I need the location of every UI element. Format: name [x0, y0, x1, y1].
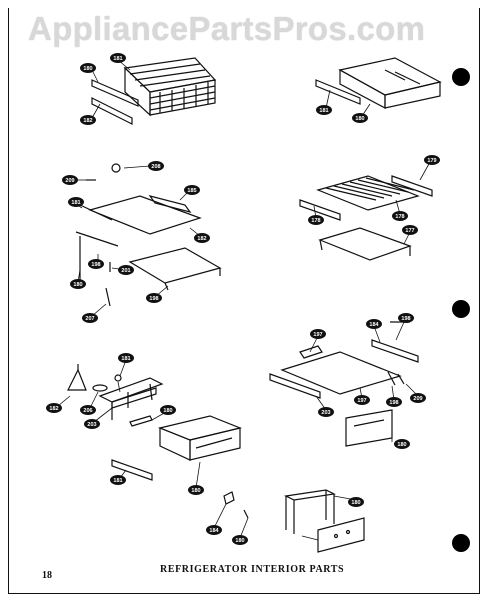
callout-label: 203: [321, 410, 330, 416]
wire-shelf-right: [299, 175, 433, 261]
callout: 185: [184, 185, 200, 195]
callout-label: 180: [73, 282, 82, 288]
callout: 182: [46, 403, 62, 413]
callout-label: 181: [113, 56, 122, 62]
callout-label: 181: [319, 108, 328, 114]
callout: 180: [232, 535, 248, 545]
callout: 177: [402, 225, 418, 235]
callout: 182: [194, 233, 210, 243]
callout-label: 179: [427, 158, 436, 164]
callout-label: 198: [91, 262, 100, 268]
callout: 208: [148, 161, 164, 171]
callout-label: 184: [209, 528, 219, 534]
callout-label: 208: [151, 164, 160, 170]
callout: 197: [310, 329, 326, 339]
callout-label: 182: [49, 406, 58, 412]
glass-shelf-right-lower: [269, 321, 419, 399]
watermark: AppliancePartsPros.com: [28, 10, 426, 47]
callout-label: 203: [87, 422, 96, 428]
binder-hole: [452, 534, 470, 552]
callout-label: 180: [355, 116, 364, 122]
callout: 203: [84, 419, 100, 429]
callout-label: 178: [395, 214, 404, 220]
callout-bubbles: 181 180 182 181 180 208 209 185 181 182 …: [46, 53, 440, 545]
callout-label: 197: [357, 398, 366, 404]
drawer-support: [284, 489, 336, 534]
wire-basket: [123, 57, 217, 117]
crisper-cover-frame: [98, 377, 164, 420]
callout-label: 182: [83, 118, 92, 124]
callout: 182: [80, 115, 96, 125]
crisper-pan-top: [338, 57, 442, 109]
callout: 180: [80, 63, 96, 73]
callout: 184: [366, 319, 382, 329]
callout-label: 198: [401, 316, 410, 322]
callout: 198: [88, 259, 104, 269]
binder-hole: [452, 300, 470, 318]
callout-label: 198: [389, 400, 398, 406]
drawer-rail: [111, 415, 153, 481]
callout-label: 181: [121, 356, 130, 362]
leader-lines: [57, 59, 431, 541]
humidity-control: [67, 364, 122, 392]
callout-label: 180: [163, 408, 172, 414]
callout: 209: [410, 393, 426, 403]
callout-label: 206: [83, 408, 92, 414]
callout: 203: [318, 407, 334, 417]
callout-label: 207: [85, 316, 94, 322]
callout: 181: [68, 197, 84, 207]
callout-label: 180: [83, 66, 92, 72]
callout: 180: [70, 279, 86, 289]
callout: 178: [392, 211, 408, 221]
callout: 181: [110, 475, 126, 485]
callout: 206: [80, 405, 96, 415]
callout: 179: [424, 155, 440, 165]
callout: 198: [398, 313, 414, 323]
callout-label: 182: [197, 236, 206, 242]
callout: 180: [352, 113, 368, 123]
callout-label: 209: [65, 178, 74, 184]
crisper-rail: [315, 79, 361, 105]
deli-drawer-front: [345, 409, 393, 447]
callout: 209: [62, 175, 78, 185]
callout: 181: [118, 353, 134, 363]
callout: 197: [354, 395, 370, 405]
callout-label: 178: [311, 218, 320, 224]
callout: 198: [146, 293, 162, 303]
page-frame: [8, 8, 480, 594]
callout-label: 181: [71, 200, 80, 206]
drawer-bracket: [223, 491, 249, 519]
callout-label: 181: [113, 478, 122, 484]
callout: 184: [206, 525, 222, 535]
callout-label: 197: [313, 332, 322, 338]
callout: 181: [316, 105, 332, 115]
callout: 198: [386, 397, 402, 407]
glass-shelf-left: [75, 163, 222, 307]
callout: 180: [188, 485, 204, 495]
callout-label: 209: [413, 396, 422, 402]
callout: 207: [82, 313, 98, 323]
callout-label: 184: [369, 322, 379, 328]
drawer-cover-plate: [317, 517, 365, 553]
callout-label: 201: [121, 268, 130, 274]
callout-label: 180: [235, 538, 244, 544]
callout: 201: [118, 265, 134, 275]
page-number: 18: [42, 570, 52, 581]
callout: 180: [394, 439, 410, 449]
diagram-caption: REFRIGERATOR INTERIOR PARTS: [160, 564, 345, 575]
binder-hole: [452, 68, 470, 86]
callout-label: 177: [405, 228, 414, 234]
callout: 180: [348, 497, 364, 507]
callout: 180: [160, 405, 176, 415]
callout-label: 180: [351, 500, 360, 506]
callout: 178: [308, 215, 324, 225]
callout-label: 180: [397, 442, 406, 448]
callout-label: 180: [191, 488, 200, 494]
crisper-drawer: [158, 415, 242, 461]
basket-rail: [91, 79, 139, 125]
callout: 181: [110, 53, 126, 63]
callout-label: 185: [187, 188, 196, 194]
callout-label: 198: [149, 296, 158, 302]
